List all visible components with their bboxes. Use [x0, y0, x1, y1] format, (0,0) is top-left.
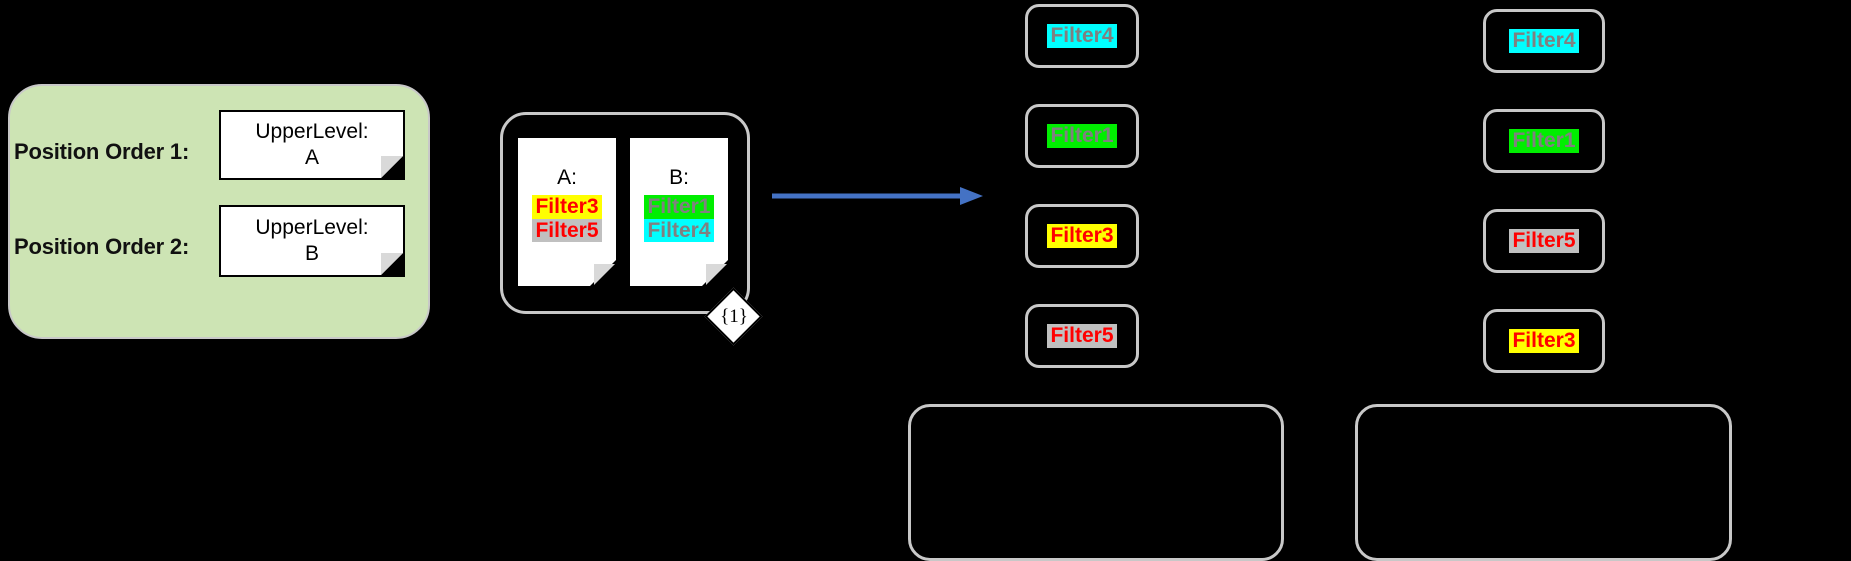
bottom-container-1[interactable]	[908, 404, 1284, 561]
result-2-item-2[interactable]: Filter1	[1483, 109, 1605, 173]
document-page-b[interactable]: B: Filter1 Filter4	[630, 138, 728, 286]
document-a-filter-2: Filter5	[532, 218, 602, 243]
result-2-item-3[interactable]: Filter5	[1483, 209, 1605, 273]
document-page-a-title: A:	[557, 166, 577, 189]
page-fold-inner-icon	[381, 253, 403, 275]
position-order-2-label: Position Order 2:	[14, 234, 190, 259]
filter-chip: Filter4	[1047, 24, 1117, 48]
document-page-b-title: B:	[669, 166, 689, 189]
filter-chip: Filter3	[1509, 329, 1579, 353]
page-fold-inner-icon	[381, 156, 403, 178]
flow-arrow-icon	[772, 187, 983, 205]
filter-chip: Filter3	[1047, 224, 1117, 248]
upperlevel-card-b[interactable]: UpperLevel: B	[219, 205, 405, 277]
multiplicity-badge-label: {1}	[720, 306, 748, 327]
result-1-item-1[interactable]: Filter4	[1025, 4, 1139, 68]
filter-chip: Filter1	[1047, 124, 1117, 148]
document-a-filter-1: Filter3	[532, 195, 602, 219]
upperlevel-card-a-title: UpperLevel:	[255, 120, 369, 144]
filter-chip: Filter1	[1509, 129, 1579, 153]
upperlevel-card-b-value: B	[304, 242, 319, 265]
position-order-1-label: Position Order 1:	[14, 139, 190, 164]
documents-group-container	[500, 112, 750, 314]
bottom-container-2[interactable]	[1355, 404, 1732, 561]
result-1-item-2[interactable]: Filter1	[1025, 104, 1139, 168]
document-b-filter-2: Filter4	[644, 218, 714, 243]
upperlevel-card-b-title: UpperLevel:	[255, 216, 369, 240]
filter-chip: Filter4	[1509, 29, 1579, 53]
upperlevel-card-a[interactable]: UpperLevel: A	[219, 110, 405, 180]
page-fold-inner-icon	[706, 264, 727, 285]
page-fold-inner-icon	[594, 264, 615, 285]
result-1-item-3[interactable]: Filter3	[1025, 204, 1139, 268]
result-1-item-4[interactable]: Filter5	[1025, 304, 1139, 368]
upperlevel-card-a-value: A	[304, 146, 319, 169]
multiplicity-badge: {1}	[704, 287, 763, 346]
result-2-item-1[interactable]: Filter4	[1483, 9, 1605, 73]
filter-chip: Filter5	[1509, 229, 1579, 253]
document-page-a[interactable]: A: Filter3 Filter5	[518, 138, 616, 286]
result-2-item-4[interactable]: Filter3	[1483, 309, 1605, 373]
filter-chip: Filter5	[1047, 324, 1117, 348]
document-b-filter-1: Filter1	[644, 195, 714, 219]
